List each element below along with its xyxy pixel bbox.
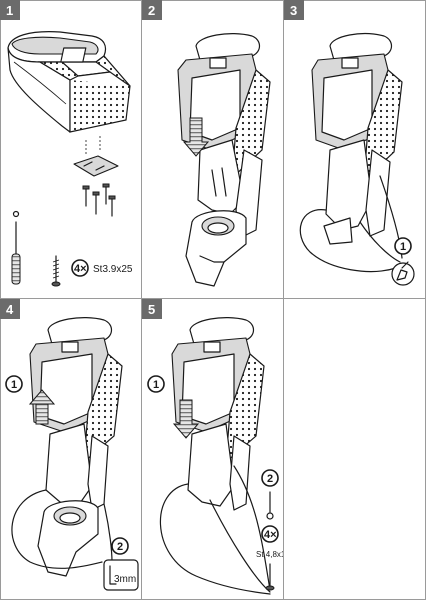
up-arrow-icon: [28, 389, 56, 425]
gap-label: 3mm: [114, 574, 136, 585]
step3-callout: [394, 237, 412, 255]
gap-gauge-icon: [103, 559, 139, 591]
self-tapping-screw-icon: [265, 563, 275, 591]
armrest-installed: [311, 33, 403, 245]
screw-stack-icon: [266, 491, 274, 520]
step4-callout-b: [111, 537, 129, 555]
screw-icon: [51, 255, 61, 287]
leader-lines-step5: [159, 465, 271, 595]
step4-callout-a-text: 1: [11, 379, 17, 391]
step4-callout-a: [5, 375, 23, 393]
panel-2: 2: [141, 0, 284, 299]
step4-callout-b-text: 2: [117, 541, 123, 553]
armrest-assembled: [7, 31, 131, 133]
panel-number-2: 2: [148, 3, 155, 18]
step5-callout-a: [147, 375, 165, 393]
screw-count-badge: [71, 259, 89, 277]
clip-release-icon: [391, 261, 415, 286]
step5-screw-count: 4×: [264, 529, 277, 541]
panel-1: 1: [0, 0, 142, 299]
mounting-plate: [73, 134, 119, 177]
panel-5: 5 1 2 4× St 4,8x16: [141, 298, 290, 600]
step5-screw-count-badge: [261, 525, 279, 543]
step5-callout-a-text: 1: [153, 379, 159, 391]
down-arrow-icon-step5: [172, 399, 200, 439]
panel-number-4: 4: [6, 302, 14, 317]
leader-lines-step4: [11, 489, 113, 569]
console-base: [185, 210, 247, 287]
down-arrow-icon: [182, 117, 210, 157]
panel-number-1: 1: [6, 3, 13, 18]
panel-number-3: 3: [290, 3, 297, 18]
step3-callout-text: 1: [400, 241, 406, 253]
step5-callout-b: [261, 469, 279, 487]
armrest-lowering: [171, 317, 265, 511]
screw-spec: St3.9x25: [93, 264, 133, 275]
armrest-lifting: [29, 317, 123, 511]
step5-callout-b-text: 2: [267, 473, 273, 485]
panel-empty: [283, 298, 426, 600]
screw-count: 4×: [74, 263, 87, 275]
step5-screw-spec: St 4,8x16: [256, 550, 290, 559]
screwdriver-icon: [11, 210, 21, 285]
panel-number-5: 5: [148, 302, 155, 317]
panel-3: 3 1: [283, 0, 426, 299]
screws-set: [82, 183, 116, 217]
panel-4: 4 1 2 3mm: [0, 298, 142, 600]
console-base-step4: [37, 500, 99, 577]
